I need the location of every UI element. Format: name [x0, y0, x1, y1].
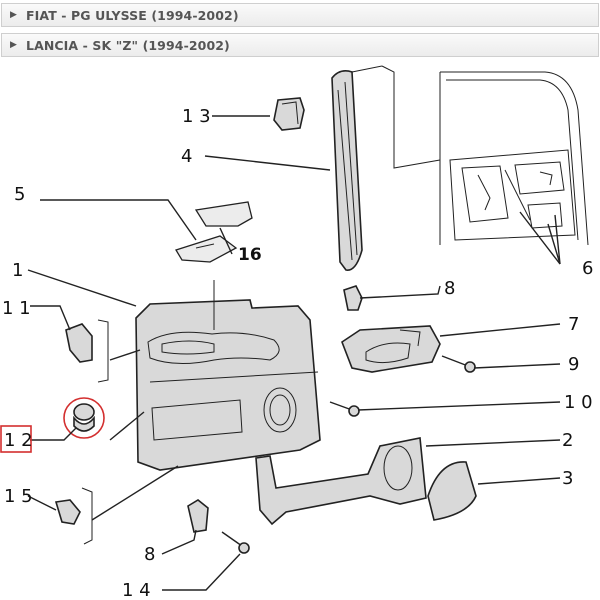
chevron-right-icon: ▶: [10, 40, 17, 50]
callout-12-highlight-box: [0, 425, 32, 453]
callout-12[interactable]: 1 2: [4, 430, 33, 451]
callout-14[interactable]: 1 4: [122, 580, 151, 600]
callout-16[interactable]: 16: [238, 245, 262, 265]
part-8-clip-lower[interactable]: [187, 499, 209, 533]
part-8-clip-upper[interactable]: [343, 285, 363, 311]
accordion-header-fiat-ulysse[interactable]: ▶ FIAT - PG ULYSSE (1994-2002): [1, 3, 599, 27]
callout-2[interactable]: 2: [562, 430, 573, 451]
part-10-screw[interactable]: [329, 401, 360, 417]
part-11-clip[interactable]: [65, 319, 109, 383]
callout-11[interactable]: 1 1: [2, 298, 31, 319]
callout-1[interactable]: 1: [12, 260, 23, 281]
part-5-bracket[interactable]: [175, 235, 238, 263]
callout-15[interactable]: 1 5: [4, 486, 33, 507]
chevron-right-icon: ▶: [10, 10, 17, 20]
door-outline: [381, 65, 589, 246]
callout-3[interactable]: 3: [562, 468, 573, 489]
callout-13[interactable]: 1 3: [182, 106, 211, 127]
part-13-clip[interactable]: [273, 97, 305, 131]
callout-9[interactable]: 9: [568, 354, 579, 375]
part-7-handle-housing[interactable]: [341, 325, 441, 373]
callout-7[interactable]: 7: [568, 314, 579, 335]
part-16-cover[interactable]: [194, 201, 253, 227]
callout-6[interactable]: 6: [582, 258, 593, 279]
callout-8-upper[interactable]: 8: [444, 278, 455, 299]
part-4-pillar-trim[interactable]: [331, 70, 363, 271]
callout-8-lower[interactable]: 8: [144, 544, 155, 565]
part-12-grommet[interactable]: [63, 397, 105, 439]
part-2-armrest-trim[interactable]: [255, 437, 427, 526]
leader-lines: [27, 115, 561, 591]
part-1-door-panel[interactable]: [135, 280, 321, 471]
accordion-header-lancia-z[interactable]: ▶ LANCIA - SK "Z" (1994-2002): [1, 33, 599, 57]
accordion-title: LANCIA - SK "Z" (1994-2002): [26, 37, 230, 53]
part-3-speaker-cover[interactable]: [427, 461, 477, 521]
part-14-screw[interactable]: [221, 531, 250, 554]
accordion-title: FIAT - PG ULYSSE (1994-2002): [26, 7, 239, 23]
part-9-screw[interactable]: [441, 355, 476, 373]
callout-10[interactable]: 1 0: [564, 392, 593, 413]
callout-5[interactable]: 5: [14, 184, 25, 205]
part-15-fastener[interactable]: [54, 487, 93, 545]
callout-4[interactable]: 4: [181, 146, 192, 167]
